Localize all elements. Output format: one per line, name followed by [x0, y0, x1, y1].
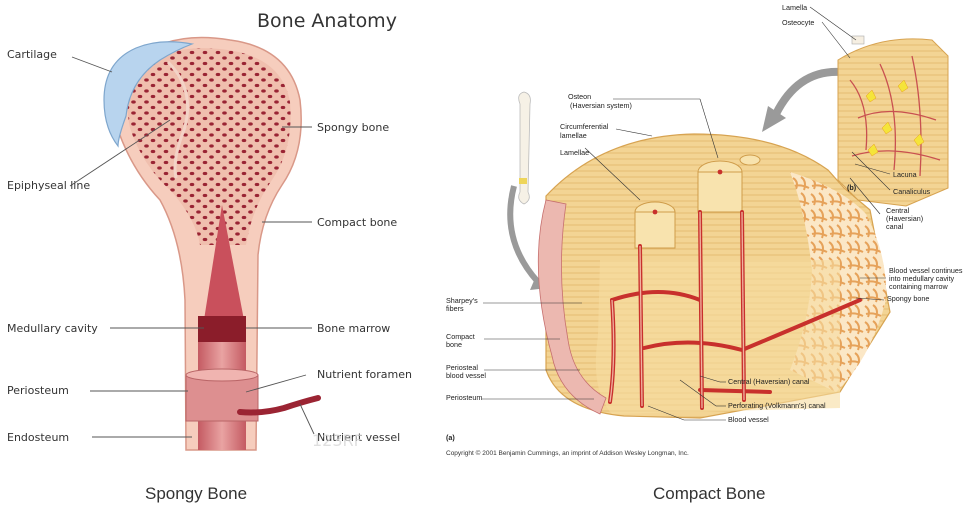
copyright-text: Copyright © 2001 Benjamin Cummings, an i… — [446, 449, 689, 457]
compact-bone-block — [538, 134, 890, 418]
label-periosteum: Periosteum — [7, 384, 69, 397]
label-circumferential: Circumferential — [560, 122, 609, 131]
label-perforating-canal: Perforating (Volkmann's) canal — [728, 401, 826, 410]
label-spongy-bone-right: Spongy bone — [887, 294, 929, 303]
label-nutrient-foramen: Nutrient foramen — [317, 368, 412, 381]
inset-osteon-magnified — [838, 36, 948, 206]
long-bone-illustration — [104, 38, 318, 451]
periosteum-ring-top — [186, 369, 258, 381]
label-epiphyseal-line: Epiphyseal line — [7, 179, 90, 192]
label-medullary-cavity: Medullary cavity — [7, 322, 98, 335]
label-lamellae: Lamellae — [560, 148, 589, 157]
label-panel-b: (b) — [847, 183, 857, 192]
bone-marrow-band — [198, 316, 246, 342]
label-compact-bone-right: bone — [446, 340, 462, 349]
bone-anatomy-title: Bone Anatomy — [257, 10, 397, 32]
label-osteocyte: Osteocyte — [782, 18, 814, 27]
label-osteon: Osteon — [568, 92, 591, 101]
label-spongy-bone: Spongy bone — [317, 121, 389, 134]
label-compact-bone: Compact bone — [317, 216, 397, 229]
label-lacuna: Lacuna — [893, 170, 917, 179]
label-lamella: Lamella — [782, 3, 807, 12]
label-central-haversian-canal: Central (Haversian) canal — [728, 377, 810, 386]
label-periosteum-right: Periosteum — [446, 393, 482, 402]
caption-spongy-bone: Spongy Bone — [145, 484, 247, 504]
curved-arrow-inset — [776, 72, 840, 114]
whole-bone-icon — [519, 92, 531, 204]
label-endosteum: Endosteum — [7, 431, 69, 444]
label-panel-a: (a) — [446, 433, 455, 442]
caption-compact-bone: Compact Bone — [653, 484, 765, 504]
label-sharpeys-fibers: fibers — [446, 304, 464, 313]
watermark-logo: 123RF — [312, 431, 363, 450]
label-periosteal-blood-vessel: blood vessel — [446, 371, 486, 380]
label-central-canal: canal — [886, 222, 904, 231]
label-haversian-system: (Haversian system) — [570, 101, 632, 110]
label-bone-marrow: Bone marrow — [317, 322, 390, 335]
label-canaliculus: Canaliculus — [893, 187, 931, 196]
label-blood-vessel: Blood vessel — [728, 415, 769, 424]
label-circumferential-lamellae: lamellae — [560, 131, 587, 140]
label-cartilage: Cartilage — [7, 48, 57, 61]
label-containing-marrow: containing marrow — [889, 282, 949, 291]
